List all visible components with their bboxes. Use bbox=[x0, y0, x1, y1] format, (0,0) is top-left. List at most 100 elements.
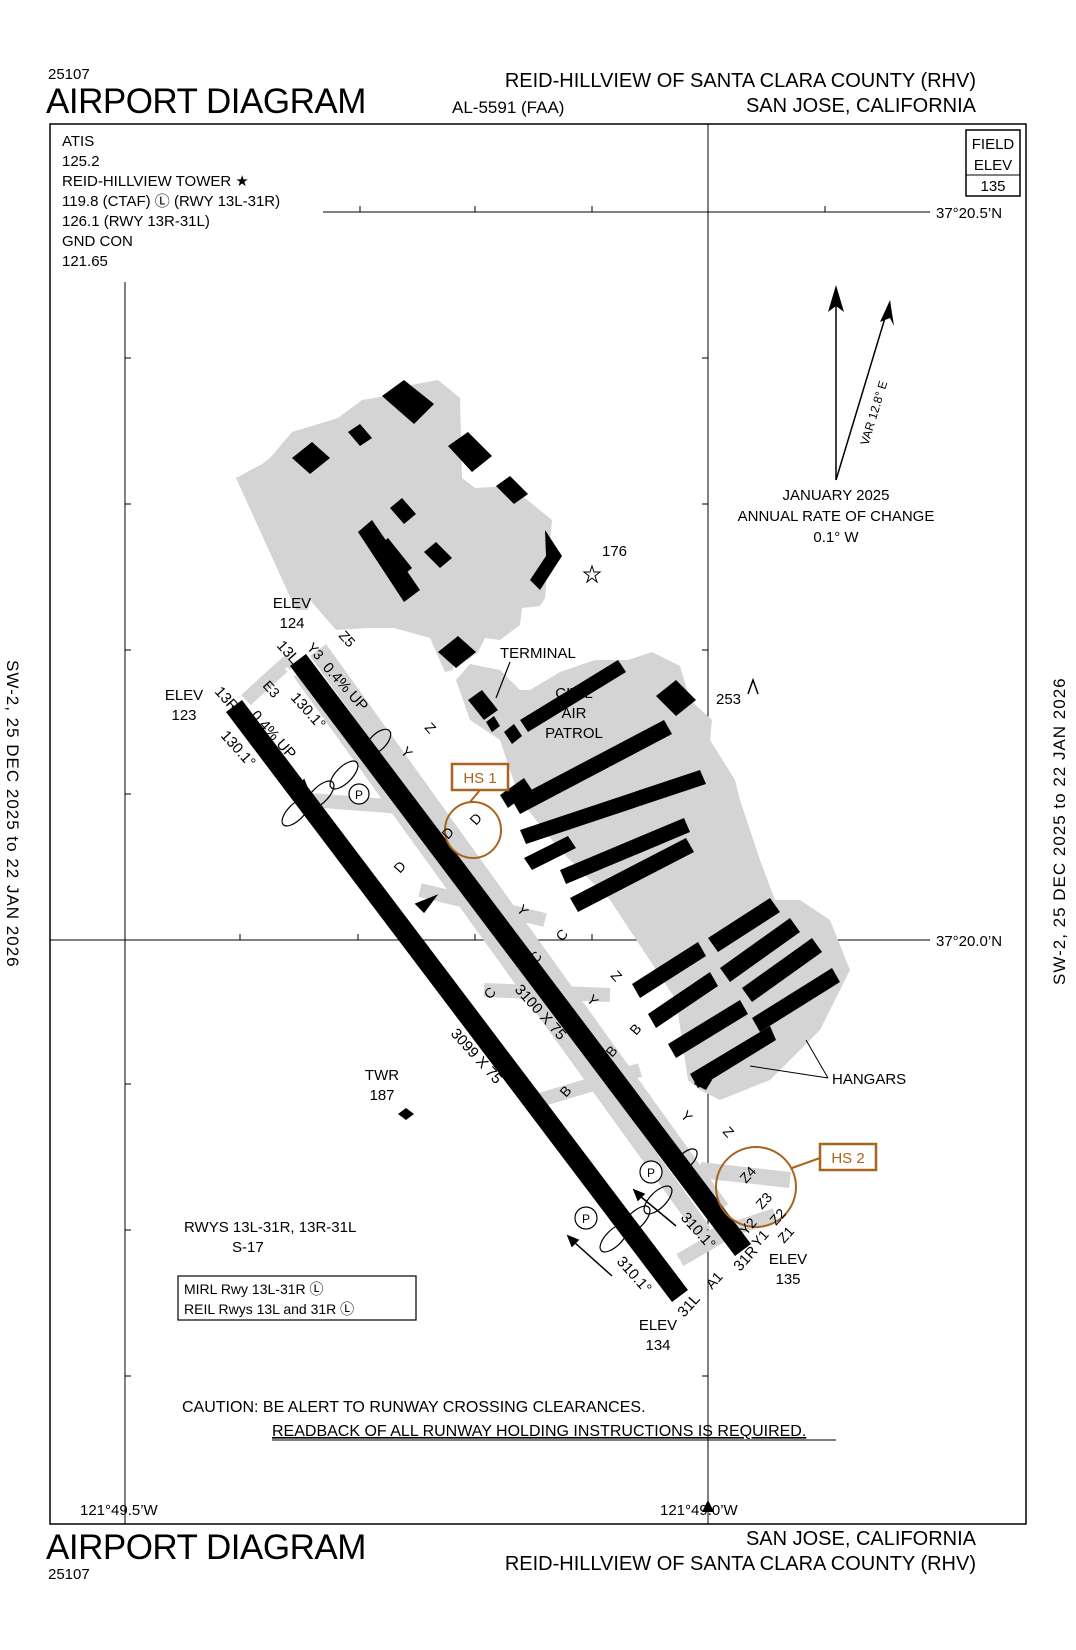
chart-title-bottom: AIRPORT DIAGRAM bbox=[46, 1528, 366, 1567]
building bbox=[524, 836, 576, 870]
twy-d: D bbox=[390, 858, 409, 876]
twy-a1: A1 bbox=[702, 1268, 725, 1292]
elev-134-value: 134 bbox=[645, 1337, 670, 1354]
arrow bbox=[632, 1188, 646, 1202]
parking-markers: P P P bbox=[348, 783, 663, 1230]
rwy-end-arrow bbox=[414, 894, 439, 914]
caution-line1: CAUTION: BE ALERT TO RUNWAY CROSSING CLE… bbox=[182, 1399, 646, 1416]
p-label: P bbox=[355, 788, 363, 802]
lon-west-label: 121°49.5’W bbox=[80, 1502, 159, 1519]
lighting-line2: REIL Rwys 13L and 31R Ⓛ bbox=[184, 1301, 354, 1317]
elev-134-title: ELEV bbox=[639, 1317, 677, 1334]
field-elev-line2: ELEV bbox=[974, 157, 1012, 174]
diagram-frame bbox=[49, 123, 1027, 1525]
building bbox=[448, 432, 492, 472]
freq-line: 121.65 bbox=[62, 253, 108, 270]
building bbox=[390, 498, 416, 524]
patrol-label: PATROL bbox=[545, 725, 603, 742]
obstacle-253-icon bbox=[747, 677, 759, 695]
freq-line: ATIS bbox=[62, 133, 94, 150]
building bbox=[504, 724, 522, 744]
obstacles: 176 253 TWR 187 bbox=[365, 543, 759, 1104]
hs1-box bbox=[450, 762, 510, 792]
twr-title: TWR bbox=[365, 1067, 399, 1084]
twy-z: Z bbox=[720, 1123, 738, 1140]
freq-line: 119.8 (CTAF) Ⓛ (RWY 13L-31R) bbox=[62, 193, 280, 210]
elev-124-value: 124 bbox=[279, 615, 304, 632]
building bbox=[292, 442, 330, 474]
field-elev-value: 135 bbox=[980, 178, 1005, 195]
building bbox=[560, 818, 690, 884]
building bbox=[708, 898, 780, 952]
building bbox=[690, 1026, 776, 1088]
lon-east-label: 121°49.0’W bbox=[660, 1502, 739, 1519]
elevation-labels: ELEV 124 ELEV 123 ELEV 135 ELEV 134 bbox=[165, 595, 807, 1354]
building bbox=[694, 1074, 712, 1090]
building bbox=[656, 680, 696, 716]
airport-name-top: REID-HILLVIEW OF SANTA CLARA COUNTY (RHV… bbox=[504, 70, 976, 92]
hotspots: HS 1 HS 2 bbox=[444, 762, 878, 1228]
lat-south-label: 37°20.0’N bbox=[936, 933, 1002, 950]
building bbox=[512, 720, 672, 814]
runway-13L-31R bbox=[290, 653, 751, 1257]
building bbox=[500, 778, 532, 808]
arrow bbox=[296, 778, 310, 792]
runway-info-line2: S-17 bbox=[232, 1239, 264, 1256]
freq-line: REID-HILLVIEW TOWER ★ bbox=[62, 173, 249, 190]
freq-line: GND CON bbox=[62, 233, 133, 250]
airport-name-bottom: REID-HILLVIEW OF SANTA CLARA COUNTY (RHV… bbox=[504, 1553, 976, 1575]
lon-east-tick bbox=[702, 1500, 714, 1512]
building bbox=[520, 770, 706, 844]
building bbox=[520, 660, 626, 732]
building bbox=[720, 918, 800, 982]
chart-title-top: AIRPORT DIAGRAM bbox=[46, 82, 366, 121]
magvar-date: JANUARY 2025 bbox=[782, 487, 889, 504]
building bbox=[668, 1000, 748, 1058]
magnetic-north-line bbox=[835, 307, 889, 481]
twy-z5: Z5 bbox=[336, 627, 359, 650]
buildings bbox=[292, 380, 840, 1120]
civil-label: CIVIL bbox=[555, 685, 593, 702]
field-elev-line1: FIELD bbox=[972, 136, 1015, 153]
magvar-rate-title: ANNUAL RATE OF CHANGE bbox=[738, 508, 935, 525]
building bbox=[438, 636, 476, 668]
twy-z: Z bbox=[608, 967, 626, 984]
p-circle bbox=[574, 1206, 598, 1230]
building bbox=[468, 690, 498, 720]
p-circle bbox=[639, 1160, 663, 1184]
air-label: AIR bbox=[561, 705, 586, 722]
building bbox=[496, 476, 528, 504]
building bbox=[382, 380, 434, 424]
magvar-label: VAR 12.8° E bbox=[857, 379, 890, 447]
terminal-label: TERMINAL bbox=[500, 645, 576, 662]
twy-d: D bbox=[466, 810, 485, 828]
elev-124-title: ELEV bbox=[273, 595, 311, 612]
building bbox=[424, 542, 452, 568]
building bbox=[632, 942, 706, 998]
north-arrows: VAR 12.8° E bbox=[828, 285, 894, 481]
facility-labels: TERMINAL CIVIL AIR PATROL bbox=[495, 645, 603, 742]
runway-13R-31L bbox=[226, 699, 688, 1303]
building bbox=[348, 424, 372, 446]
twy-b: B bbox=[626, 1020, 644, 1038]
freq-line: 126.1 (RWY 13R-31L) bbox=[62, 213, 210, 230]
p-label: P bbox=[647, 1166, 655, 1180]
graticule-ticks bbox=[125, 206, 826, 1377]
elev-135-value: 135 bbox=[775, 1271, 800, 1288]
obstacle-star-icon bbox=[582, 564, 602, 584]
chart-number-top: 25107 bbox=[48, 66, 90, 83]
hangars-label: HANGARS bbox=[832, 1071, 906, 1088]
hs1-label: HS 1 bbox=[463, 770, 496, 787]
frequency-block: ATIS 125.2 REID-HILLVIEW TOWER ★ 119.8 (… bbox=[62, 133, 280, 270]
building bbox=[742, 938, 822, 1002]
obstacle-176-label: 176 bbox=[602, 543, 627, 560]
city-top: SAN JOSE, CALIFORNIA bbox=[745, 95, 976, 117]
hs2-circle bbox=[715, 1146, 797, 1228]
twy-z: Z bbox=[422, 719, 440, 736]
arrow bbox=[566, 1234, 580, 1248]
building bbox=[570, 838, 694, 912]
twy-c: C bbox=[552, 926, 571, 944]
twy-z3: Z3 bbox=[752, 1189, 775, 1212]
hangars-leaders bbox=[749, 1039, 829, 1079]
